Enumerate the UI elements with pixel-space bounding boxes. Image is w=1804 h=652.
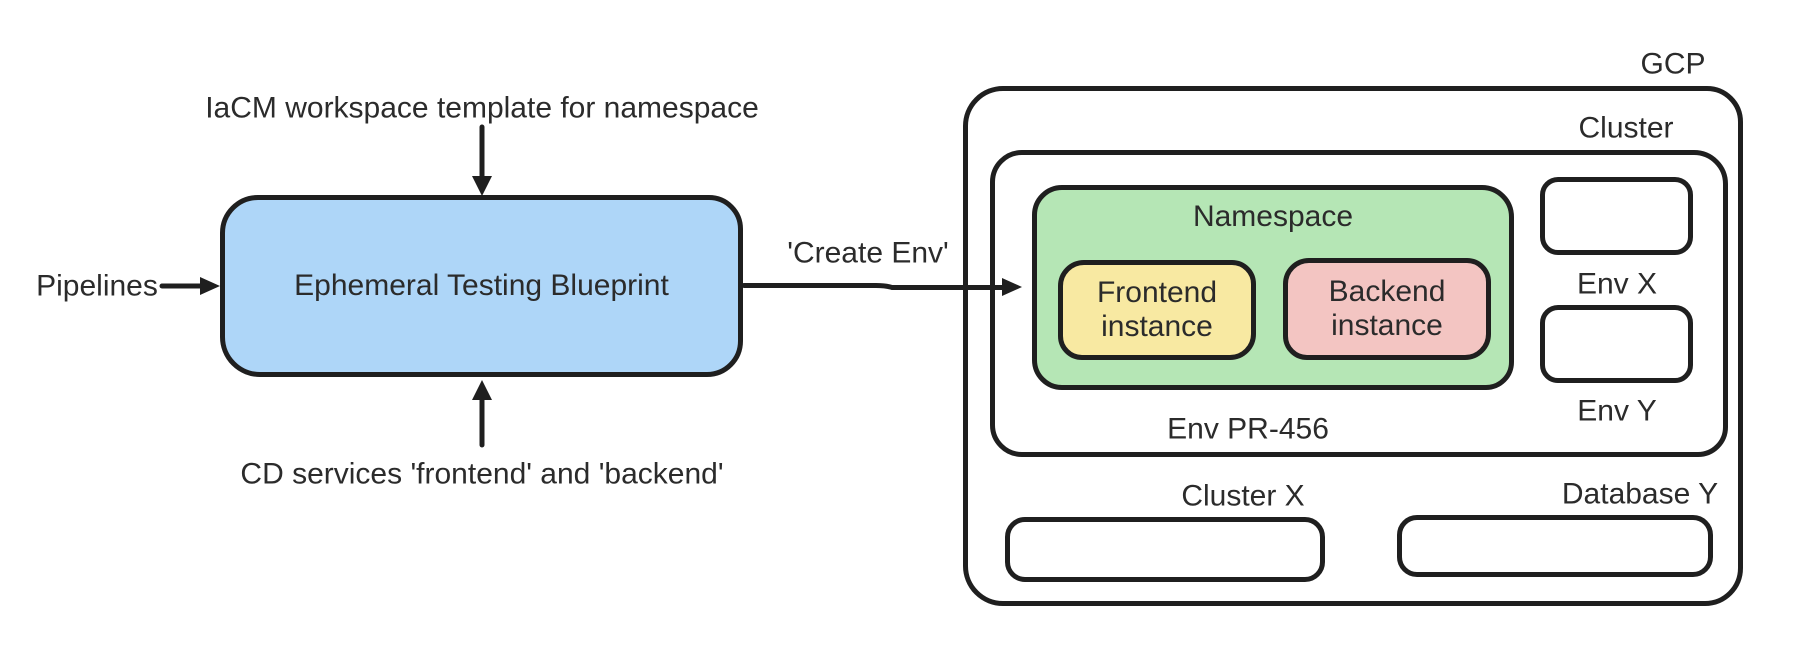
label-cd-services: CD services 'frontend' and 'backend' — [240, 457, 724, 491]
blueprint-node: Ephemeral Testing Blueprint — [220, 195, 743, 377]
env-x-node — [1540, 177, 1693, 255]
label-database-y: Database Y — [1561, 477, 1719, 511]
database-y-node — [1397, 515, 1713, 577]
label-env-pr-456: Env PR-456 — [1167, 412, 1329, 446]
frontend-instance-node: Frontend instance — [1058, 260, 1256, 360]
label-env-x: Env X — [1576, 267, 1658, 301]
cluster-container — [990, 150, 1728, 457]
cluster-x-node — [1005, 517, 1325, 582]
arrowhead-pipelines-to-blueprint — [200, 277, 220, 295]
namespace-label: Namespace — [1192, 200, 1354, 233]
label-pipelines: Pipelines — [36, 269, 158, 303]
blueprint-node-label: Ephemeral Testing Blueprint — [294, 268, 669, 302]
label-iacm-workspace-template: IaCM workspace template for namespace — [205, 91, 759, 125]
label-gcp: GCP — [1640, 47, 1706, 81]
label-create-env: 'Create Env' — [787, 236, 949, 270]
arrowhead-cd-services-to-blueprint — [472, 380, 492, 400]
backend-instance-label: Backend instance — [1328, 274, 1446, 343]
arrowhead-iacm-to-blueprint — [472, 176, 492, 196]
env-y-node — [1540, 305, 1693, 383]
gcp-container — [963, 86, 1743, 606]
label-env-y: Env Y — [1577, 394, 1657, 428]
label-cluster-x: Cluster X — [1181, 479, 1305, 513]
label-cluster: Cluster — [1578, 111, 1674, 145]
frontend-instance-label: Frontend instance — [1096, 275, 1218, 344]
backend-instance-node: Backend instance — [1283, 258, 1491, 360]
